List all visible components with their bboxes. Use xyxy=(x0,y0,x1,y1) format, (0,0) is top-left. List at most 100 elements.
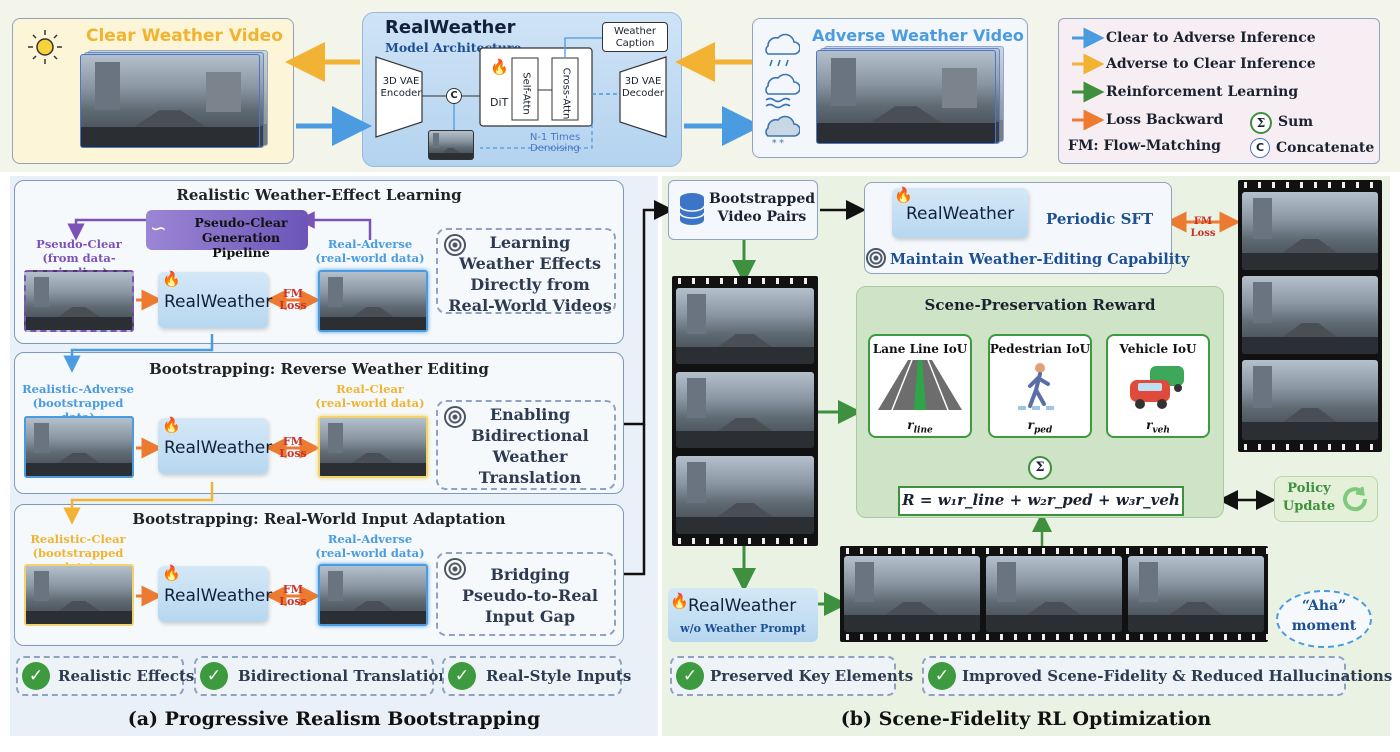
check-icon: ✓ xyxy=(676,662,704,690)
stage1-input-video xyxy=(24,270,134,332)
ped-iou-title: Pedestrian IoU xyxy=(989,342,1091,356)
stage2-fm-loss: FM Loss xyxy=(279,435,307,460)
flame-icon: 🔥 xyxy=(490,58,509,76)
stage2-input-video xyxy=(24,416,134,478)
sun-icon xyxy=(26,28,64,66)
left-check-3-label: Real-Style Inputs xyxy=(486,667,632,685)
legend-arrows xyxy=(1072,27,1105,131)
sft-target-icon xyxy=(866,248,886,268)
reward-sum-node: Σ xyxy=(1028,456,1052,480)
denoising-loop-label: N-1 Times Denoising xyxy=(529,132,581,154)
stage1-fm-loss: FM Loss xyxy=(279,287,307,312)
reward-formula: R = w₁r_line + w₂r_ped + w₃r_veh xyxy=(898,486,1184,516)
stage2-title: Bootstrapping: Reverse Weather Editing xyxy=(149,360,489,378)
arch-connectors xyxy=(375,37,667,149)
arch-title: RealWeather xyxy=(385,17,516,38)
sft-fm-loss: FM Loss xyxy=(1190,216,1216,239)
bootstrapped-pairs-label: Bootstrapped Video Pairs xyxy=(708,191,816,225)
check-icon: ✓ xyxy=(928,662,956,690)
stage3-flame-icon: 🔥 xyxy=(162,564,181,582)
stage3-target-icon xyxy=(444,558,466,580)
right-caption: (b) Scene-Fidelity RL Optimization xyxy=(840,708,1212,730)
policy-update-label: Policy Update xyxy=(1282,481,1336,514)
filmstrip-bottom xyxy=(840,546,1268,642)
legend-fm: FM: Flow-Matching xyxy=(1068,138,1221,154)
sft-flame-icon: 🔥 xyxy=(894,186,913,204)
sft-maintain: Maintain Weather-Editing Capability xyxy=(890,251,1190,268)
policy-update-box xyxy=(1274,476,1378,522)
svg-text:* *: * * xyxy=(772,139,784,148)
right-check-1-label: Preserved Key Elements xyxy=(710,667,914,685)
top-arrows xyxy=(285,42,762,146)
encoder-label: 3D VAE Encoder xyxy=(380,76,422,99)
adverse-video-thumbnail xyxy=(816,50,996,144)
r-veh-label: rveh xyxy=(1146,418,1170,436)
legend-concat: Concatenate xyxy=(1276,140,1375,156)
adverse-weather-title: Adverse Weather Video xyxy=(812,26,1024,45)
clear-video-stack xyxy=(80,50,270,150)
sft-model-label: RealWeather xyxy=(906,204,1015,224)
stage3-title: Bootstrapping: Real-World Input Adaptati… xyxy=(132,510,506,528)
stage3-target-label: Real-Adverse (real-world data) xyxy=(315,532,425,560)
legend-sum-icon: Σ xyxy=(1250,112,1272,134)
stage2-target-video xyxy=(318,416,428,478)
stage3-model-label: RealWeather xyxy=(164,586,273,606)
weather-caption-box: Weather Caption xyxy=(602,22,668,52)
rain-icon: * * xyxy=(760,28,801,149)
legend-adverse-to-clear: Adverse to Clear Inference xyxy=(1106,56,1316,72)
left-check-2-label: Bidirectional Translation xyxy=(238,667,450,685)
r-ped-label: rped xyxy=(1027,418,1053,436)
noprompt-sub: w/o Weather Prompt xyxy=(680,622,806,635)
noprompt-model-label: RealWeather xyxy=(688,596,797,616)
check-icon: ✓ xyxy=(448,662,476,690)
noprompt-flame-icon: 🔥 xyxy=(670,592,689,610)
left-connectors xyxy=(63,211,372,607)
stage1-goal: Learning Weather Effects Directly from R… xyxy=(448,233,612,315)
stage2-flame-icon: 🔥 xyxy=(162,416,181,434)
legend-concat-icon: C xyxy=(1250,138,1270,158)
stage2-target-label: Real-Clear (real-world data) xyxy=(315,382,425,410)
noisy-latent-thumbnail xyxy=(428,130,474,160)
pipeline-icon: ∽ xyxy=(150,216,167,240)
adverse-video-stack xyxy=(816,46,1008,148)
stage2-model-label: RealWeather xyxy=(164,438,273,458)
stage3-goal: Bridging Pseudo-to-Real Input Gap xyxy=(462,565,598,626)
stage3-fm-loss: FM Loss xyxy=(279,583,307,608)
road-icon xyxy=(878,359,962,411)
r-line-label: rline xyxy=(907,418,933,436)
ped-iou-card xyxy=(988,334,1092,438)
database-icon xyxy=(678,192,706,226)
legend-sum: Sum xyxy=(1278,114,1314,130)
legend-rl: Reinforcement Learning xyxy=(1106,84,1299,100)
stage1-target-video xyxy=(318,270,428,332)
stage1-model-label: RealWeather xyxy=(164,292,273,312)
left-caption: (a) Progressive Realism Bootstrapping xyxy=(127,708,541,730)
legend-loss: Loss Backward xyxy=(1106,112,1224,128)
stage1-flame-icon: 🔥 xyxy=(162,270,181,288)
stage3-realweather xyxy=(158,566,268,622)
stage1-target-icon xyxy=(444,234,466,256)
right-check-2 xyxy=(922,656,1346,696)
filmstrip-left xyxy=(672,276,818,546)
refresh-icon xyxy=(1340,484,1370,514)
aha-bubble xyxy=(1276,590,1372,648)
legend-box xyxy=(1058,18,1380,164)
clear-weather-title: Clear Weather Video xyxy=(86,26,283,46)
stage1-goal-box xyxy=(436,228,616,314)
stage3-input-video xyxy=(24,564,134,626)
sft-realweather xyxy=(892,188,1028,238)
veh-iou-title: Vehicle IoU xyxy=(1119,342,1197,356)
pseudo-clear-pipeline: Pseudo-Clear Generation Pipeline xyxy=(146,210,308,260)
stage1-realweather xyxy=(158,272,268,328)
lane-iou-title: Lane Line IoU xyxy=(872,342,968,356)
pedestrian-icon xyxy=(1014,360,1066,412)
check-icon: ✓ xyxy=(200,662,228,690)
check-icon: ✓ xyxy=(22,662,50,690)
stage2-goal: Enabling Bidirectional Weather Translati… xyxy=(471,405,589,487)
left-check-2 xyxy=(194,656,434,696)
right-check-1 xyxy=(670,656,896,696)
stage3-goal-box xyxy=(436,552,616,636)
stage1-target-label: Real-Adverse (real-world data) xyxy=(315,237,425,265)
stage2-target-icon xyxy=(444,406,466,428)
stage2-realweather xyxy=(158,418,268,474)
